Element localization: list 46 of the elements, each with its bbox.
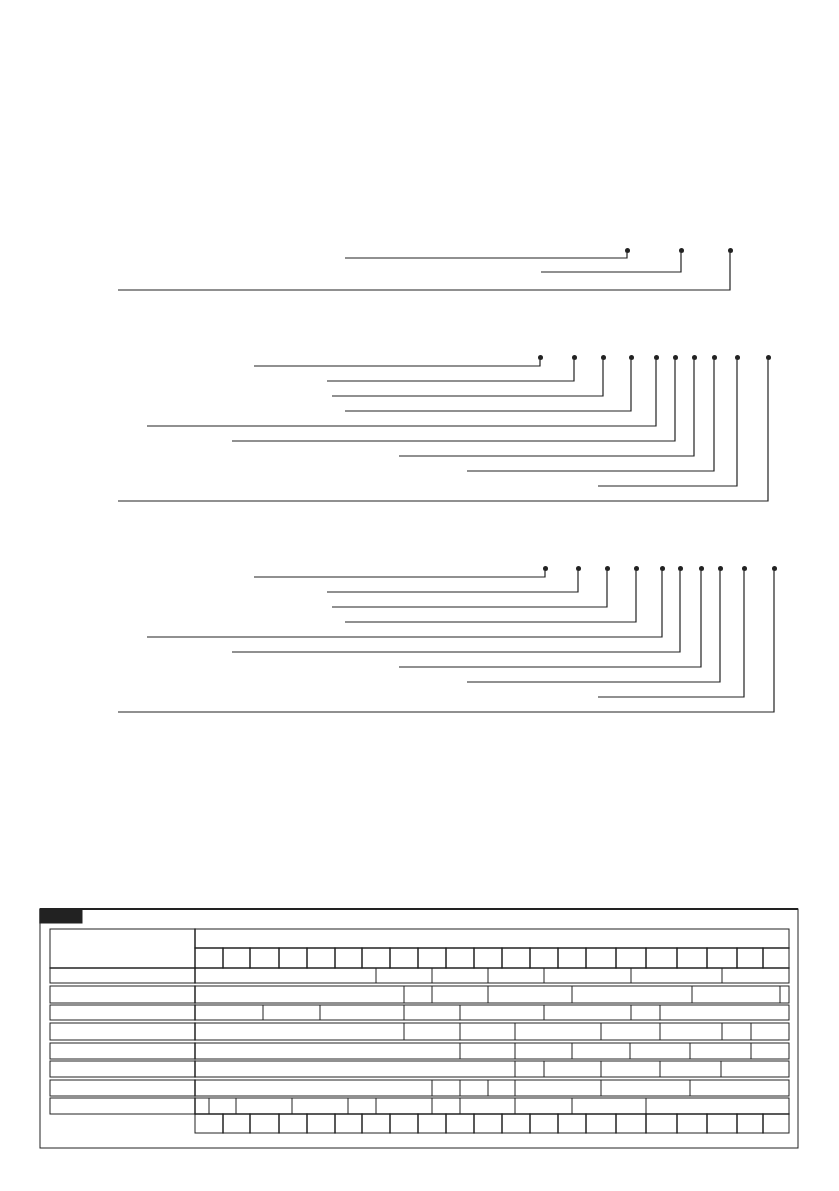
leader-line <box>466 569 721 683</box>
leader-line <box>540 251 682 273</box>
leader-dot <box>575 565 581 571</box>
leader-dot <box>678 247 684 253</box>
leader-line <box>326 358 575 382</box>
leader-line <box>597 358 738 487</box>
leader-dot <box>542 565 548 571</box>
leader-dot <box>672 354 678 360</box>
leader-line <box>146 569 663 638</box>
leader-line <box>597 569 745 698</box>
leader-line <box>331 358 604 397</box>
leader-dot <box>717 565 723 571</box>
leader-dot <box>604 565 610 571</box>
leader-dot <box>677 565 683 571</box>
leader-dot <box>765 354 771 360</box>
leader-line <box>466 358 715 472</box>
leader-dot <box>624 247 630 253</box>
leader-dot <box>711 354 717 360</box>
leader-line <box>231 569 681 653</box>
leader-dot <box>741 565 747 571</box>
leader-dot <box>771 565 777 571</box>
leader-dot <box>659 565 665 571</box>
leader-dot <box>734 354 740 360</box>
leader-line <box>253 569 546 578</box>
leader-line <box>146 358 657 427</box>
leader-dot <box>571 354 577 360</box>
leader-line <box>117 251 731 291</box>
leader-line <box>117 358 769 502</box>
leader-dot <box>691 354 697 360</box>
leader-line <box>398 569 702 668</box>
leader-line <box>117 569 775 713</box>
leader-dot <box>628 354 634 360</box>
leader-dot <box>727 247 733 253</box>
leader-line <box>344 569 637 623</box>
leader-line <box>331 569 608 608</box>
leader-dot <box>698 565 704 571</box>
leader-dot <box>633 565 639 571</box>
leader-line <box>326 569 579 593</box>
leader-line <box>253 358 541 367</box>
leader-dot <box>653 354 659 360</box>
leader-line <box>231 358 676 442</box>
leader-line <box>344 251 628 259</box>
leader-line <box>344 358 632 412</box>
leader-dot <box>537 354 543 360</box>
leader-line <box>398 358 695 457</box>
leader-dot <box>600 354 606 360</box>
